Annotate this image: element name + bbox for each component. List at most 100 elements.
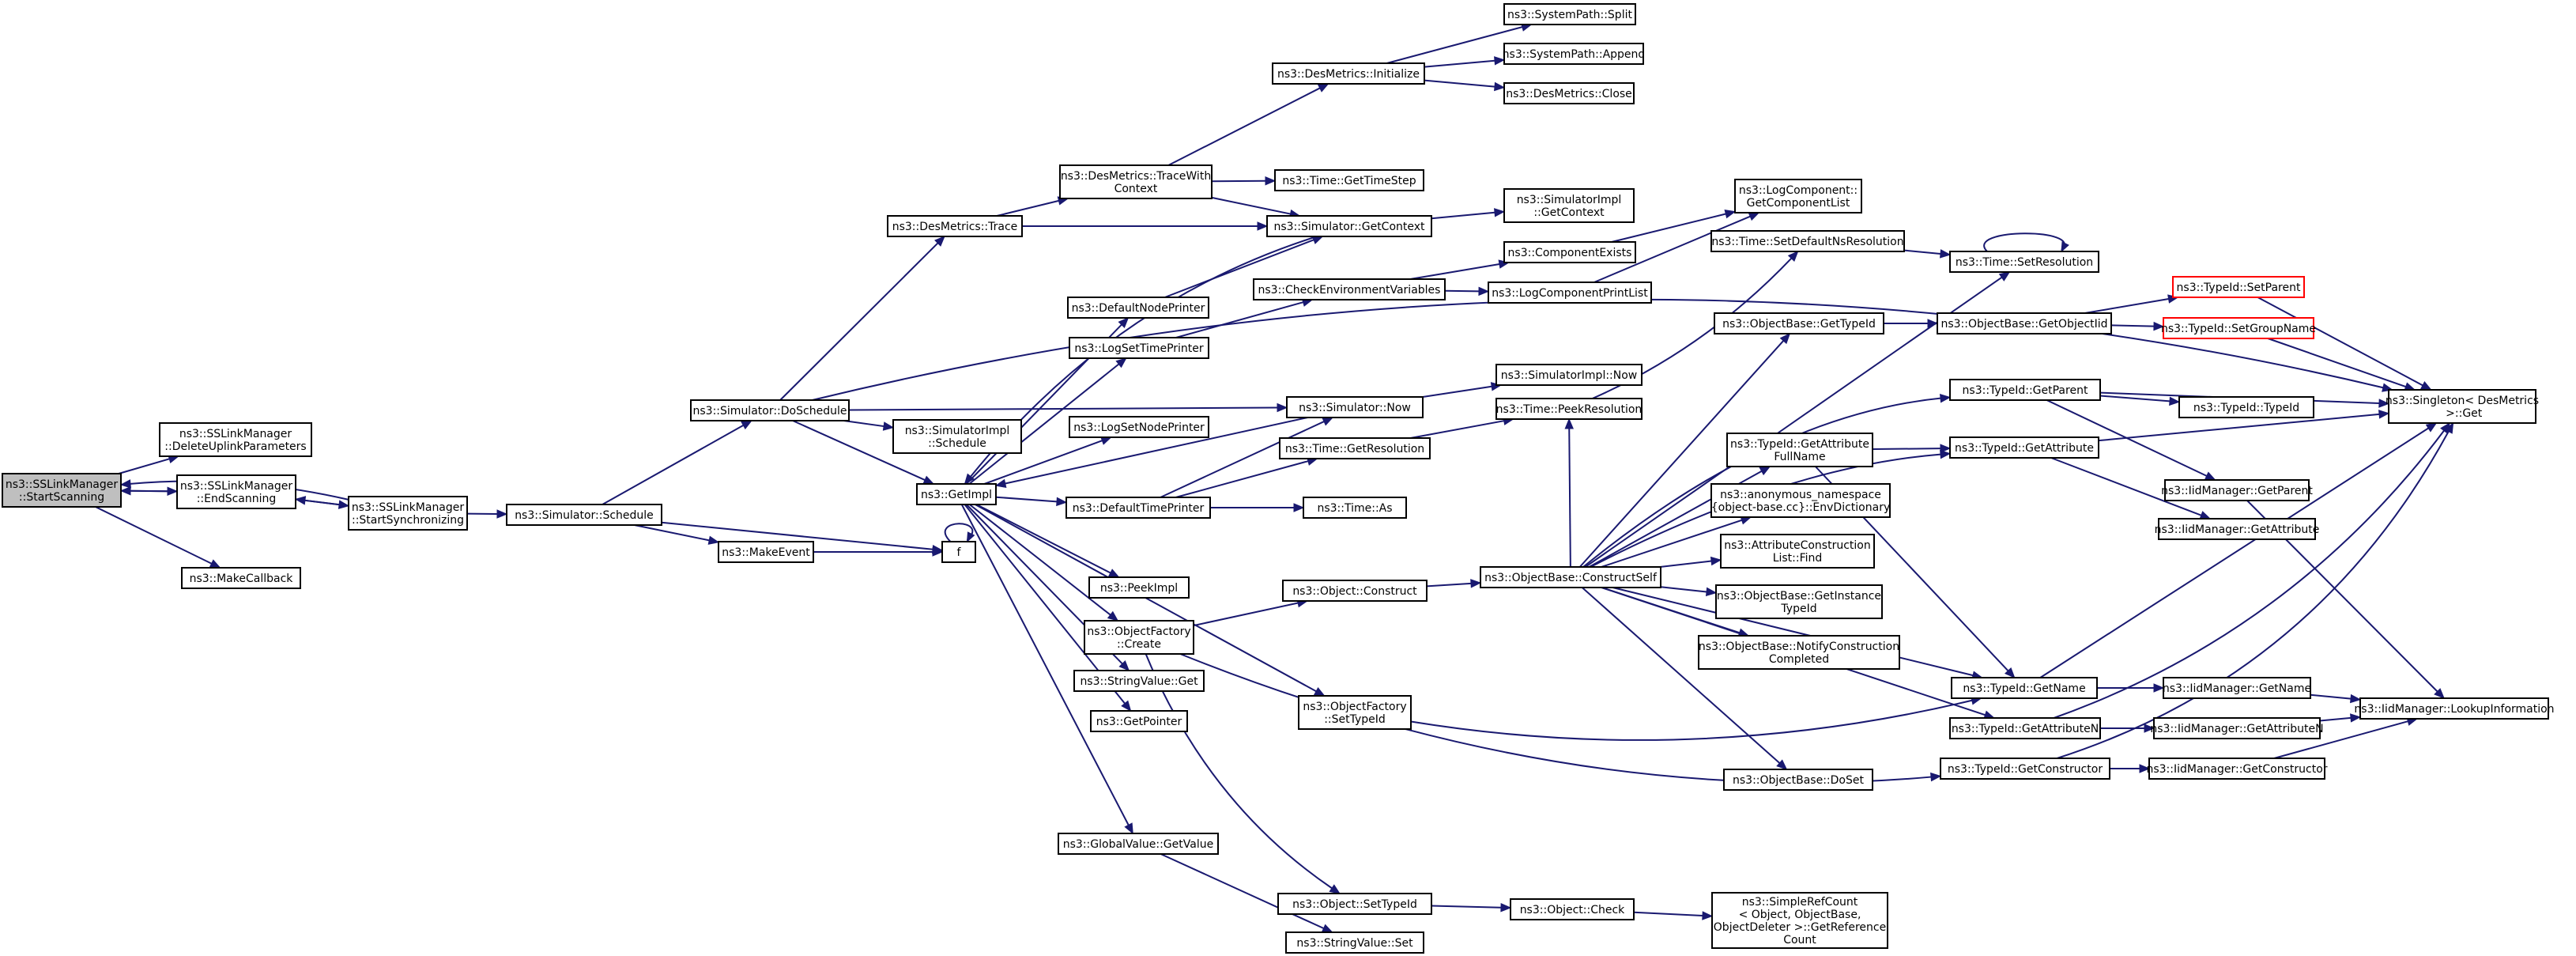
node-comp-exists[interactable]: ns3::ComponentExists — [1503, 241, 1636, 263]
node-end-scanning[interactable]: ns3::SSLinkManager::EndScanning — [176, 474, 296, 509]
node-label: ns3::ObjectBase::GetObjectIid — [1940, 318, 2107, 331]
node-peekimpl[interactable]: ns3::PeekImpl — [1088, 576, 1190, 599]
node-stringvalue-get[interactable]: ns3::StringValue::Get — [1073, 670, 1205, 692]
node-logc-getlist[interactable]: ns3::LogComponent::GetComponentList — [1734, 179, 1862, 213]
node-typeid-getattribute[interactable]: ns3::TypeId::GetAttribute — [1949, 436, 2099, 459]
node-desmetrics-trace[interactable]: ns3::DesMetrics::Trace — [887, 215, 1023, 237]
arrowhead-icon — [1277, 402, 1288, 413]
node-box — [1253, 278, 1446, 300]
node-box — [1274, 169, 1424, 191]
node-typeid-typeid[interactable]: ns3::TypeId::TypeId — [2178, 396, 2314, 418]
node-delete-uplink[interactable]: ns3::SSLinkManager::DeleteUplinkParamete… — [159, 422, 312, 457]
node-singleton-get[interactable]: ns3::Singleton< DesMetrics >::Get — [2386, 389, 2539, 424]
arrowhead-icon — [119, 479, 131, 489]
node-objbase-getobjectiid[interactable]: ns3::ObjectBase::GetObjectIid — [1937, 312, 2112, 334]
node-time-peekresolution[interactable]: ns3::Time::PeekResolution — [1495, 398, 1643, 420]
node-box — [1298, 695, 1412, 730]
node-objbase-doset[interactable]: ns3::ObjectBase::DoSet — [1723, 769, 1873, 791]
node-sim-schedule[interactable]: ns3::Simulator::Schedule — [506, 504, 662, 526]
arrowhead-icon — [934, 236, 945, 247]
node-stringvalue-set[interactable]: ns3::StringValue::Set — [1285, 931, 1424, 954]
node-sim-getcontext[interactable]: ns3::Simulator::GetContext — [1266, 215, 1432, 237]
node-time-getresolution[interactable]: ns3::Time::GetResolution — [1279, 437, 1431, 459]
node-getpointer[interactable]: ns3::GetPointer — [1090, 710, 1188, 732]
node-log-set-time-printer[interactable]: ns3::LogSetTimePrinter — [1069, 337, 1209, 359]
node-typeid-getname[interactable]: ns3::TypeId::GetName — [1951, 677, 2098, 699]
node-typeid-setgroupname[interactable]: ns3::TypeId::SetGroupName — [2161, 317, 2316, 339]
node-desm-init[interactable]: ns3::DesMetrics::Initialize — [1272, 62, 1425, 85]
node-start-scanning[interactable]: ns3::SSLinkManager::StartScanning — [2, 473, 122, 508]
node-box — [1069, 416, 1209, 438]
edge-line — [1593, 215, 1751, 283]
node-f[interactable]: f — [941, 541, 976, 563]
node-sim-now[interactable]: ns3::Simulator::Now — [1286, 396, 1424, 418]
node-object-check[interactable]: ns3::Object::Check — [1510, 898, 1635, 920]
node-typeid-getconstructor[interactable]: ns3::TypeId::GetConstructor — [1940, 758, 2110, 780]
node-make-callback[interactable]: ns3::MakeCallback — [181, 567, 301, 589]
edge-line — [1611, 213, 1726, 243]
node-iid-getparent[interactable]: ns3::IidManager::GetParent — [2161, 479, 2313, 501]
node-desm-close[interactable]: ns3::DesMetrics::Close — [1503, 82, 1635, 104]
node-simimpl-schedule[interactable]: ns3::SimulatorImpl::Schedule — [892, 419, 1022, 454]
node-objfactory-create[interactable]: ns3::ObjectFactory::Create — [1084, 620, 1194, 655]
node-time-setresolution[interactable]: ns3::Time::SetResolution — [1949, 251, 2099, 273]
node-box — [2359, 697, 2549, 720]
call-edge-desm_init-to-syspath_append — [1424, 56, 1506, 68]
node-iid-getname[interactable]: ns3::IidManager::GetName — [2163, 677, 2311, 699]
arrowhead-icon — [1494, 81, 1506, 92]
node-check-env[interactable]: ns3::CheckEnvironmentVariables — [1253, 278, 1446, 300]
node-label: ns3::Time::GetTimeStep — [1282, 175, 1416, 187]
node-typeid-setparent[interactable]: ns3::TypeId::SetParent — [2172, 276, 2305, 298]
node-log-set-node-printer[interactable]: ns3::LogSetNodePrinter — [1069, 416, 1209, 438]
node-box — [1503, 82, 1635, 104]
node-globalvalue-getvalue[interactable]: ns3::GlobalValue::GetValue — [1058, 833, 1219, 855]
node-sim-doschedule[interactable]: ns3::Simulator::DoSchedule — [690, 399, 850, 421]
call-edge-start_sync-to-end_scanning — [294, 496, 349, 507]
node-object-construct[interactable]: ns3::Object::Construct — [1282, 580, 1428, 602]
node-simimpl-getcontext[interactable]: ns3::SimulatorImpl::GetContext — [1503, 188, 1635, 223]
node-iid-getattributen[interactable]: ns3::IidManager::GetAttributeN — [2150, 717, 2324, 739]
node-box — [1067, 297, 1209, 319]
node-typeid-getattributen[interactable]: ns3::TypeId::GetAttributeN — [1949, 717, 2101, 739]
self-loop-f — [944, 523, 975, 543]
node-getimpl[interactable]: ns3::GetImpl — [916, 483, 997, 505]
node-box — [1723, 769, 1873, 791]
node-label: ns3::IidManager::GetAttribute — [2155, 523, 2320, 536]
node-typeid-getparent[interactable]: ns3::TypeId::GetParent — [1949, 379, 2101, 401]
node-default-node-printer[interactable]: ns3::DefaultNodePrinter — [1067, 297, 1209, 319]
edge-line — [602, 425, 744, 505]
node-box — [181, 567, 301, 589]
node-default-time-printer[interactable]: ns3::DefaultTimePrinter — [1065, 497, 1211, 519]
node-anon-envdictionary[interactable]: ns3::anonymous_namespace{object-base.cc}… — [1710, 483, 1891, 518]
node-start-sync[interactable]: ns3::SSLinkManager::StartSynchronizing — [348, 496, 468, 531]
node-simplerefcount[interactable]: ns3::SimpleRefCount< Object, ObjectBase,… — [1711, 892, 1888, 949]
arrowhead-icon — [2153, 321, 2165, 331]
node-object-settypeid[interactable]: ns3::Object::SetTypeId — [1277, 893, 1432, 915]
node-syspath-split[interactable]: ns3::SystemPath::Split — [1503, 3, 1636, 25]
node-time-gettimestep[interactable]: ns3::Time::GetTimeStep — [1274, 169, 1424, 191]
node-make-event[interactable]: ns3::MakeEvent — [718, 541, 814, 563]
edge-line — [661, 521, 933, 550]
node-objbase-constructself[interactable]: ns3::ObjectBase::ConstructSelf — [1480, 566, 1661, 588]
arrowhead-icon — [1998, 271, 2011, 282]
node-simimpl-now[interactable]: ns3::SimulatorImpl::Now — [1495, 364, 1643, 386]
call-edge-object_check-to-simplerefcount — [1633, 911, 1714, 920]
edge-line — [1005, 417, 1308, 485]
node-log-printlist[interactable]: ns3::LogComponentPrintList — [1488, 282, 1652, 304]
edge-line — [2057, 431, 2450, 759]
node-iid-getattribute[interactable]: ns3::IidManager::GetAttribute — [2155, 518, 2320, 540]
node-objbase-gettypeid[interactable]: ns3::ObjectBase::GetTypeId — [1714, 312, 1884, 334]
node-label: ns3::SystemPath::Split — [1507, 9, 1632, 21]
node-iid-lookup[interactable]: ns3::IidManager::LookupInformation — [2354, 697, 2555, 720]
node-time-setdefaultns[interactable]: ns3::Time::SetDefaultNsResolution — [1710, 230, 1905, 252]
node-objfactory-settypeid[interactable]: ns3::ObjectFactory::SetTypeId — [1298, 695, 1412, 730]
node-iid-getconstructor[interactable]: ns3::IidManager::GetConstructor — [2146, 758, 2328, 780]
node-label: ns3::GlobalValue::GetValue — [1063, 838, 1213, 851]
node-syspath-append[interactable]: ns3::SystemPath::Append — [1503, 43, 1646, 65]
node-time-as[interactable]: ns3::Time::As — [1303, 497, 1407, 519]
